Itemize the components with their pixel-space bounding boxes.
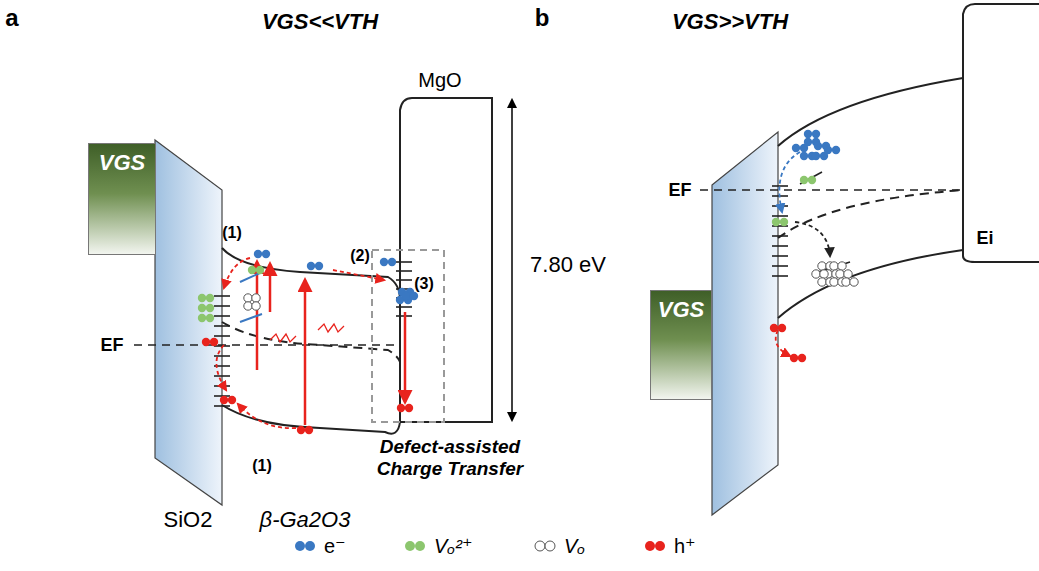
fermi-level-label: EF (100, 335, 123, 356)
legend-swatch (645, 541, 665, 551)
intrinsic-level-label: Ei (976, 228, 993, 249)
panel-title: VGS>>VTH (672, 9, 788, 34)
material-label: SiO2 (164, 507, 213, 532)
process-note: Defect-assisted Charge Transfer (365, 436, 535, 480)
voltage-label: VGS (89, 144, 155, 176)
callout-number: (2) (350, 247, 370, 265)
legend-swatch (535, 541, 555, 551)
bandgap-label: 7.80 eV (530, 252, 606, 277)
legend-text: h⁺ (674, 534, 696, 558)
gate-voltage-box: VGS (650, 290, 712, 400)
material-label: MgO (418, 69, 461, 92)
fermi-level-label: EF (668, 180, 691, 201)
voltage-label: VGS (651, 291, 711, 323)
label-letter: a (5, 4, 18, 32)
legend-text: Vₒ²⁺ (434, 534, 472, 558)
legend-text: Vₒ (564, 535, 585, 558)
panel-title: VGS<<VTH (262, 9, 378, 34)
callout-number: (3) (414, 275, 434, 293)
legend-swatch (405, 541, 425, 551)
callout-number: (1) (252, 457, 272, 475)
gate-voltage-box: VGS (88, 143, 156, 255)
label-letter: b (535, 4, 550, 32)
callout-number: (1) (222, 224, 242, 242)
legend-swatch (295, 541, 315, 551)
legend-text: e⁻ (324, 534, 346, 558)
material-label: β-Ga2O3 (260, 507, 351, 532)
